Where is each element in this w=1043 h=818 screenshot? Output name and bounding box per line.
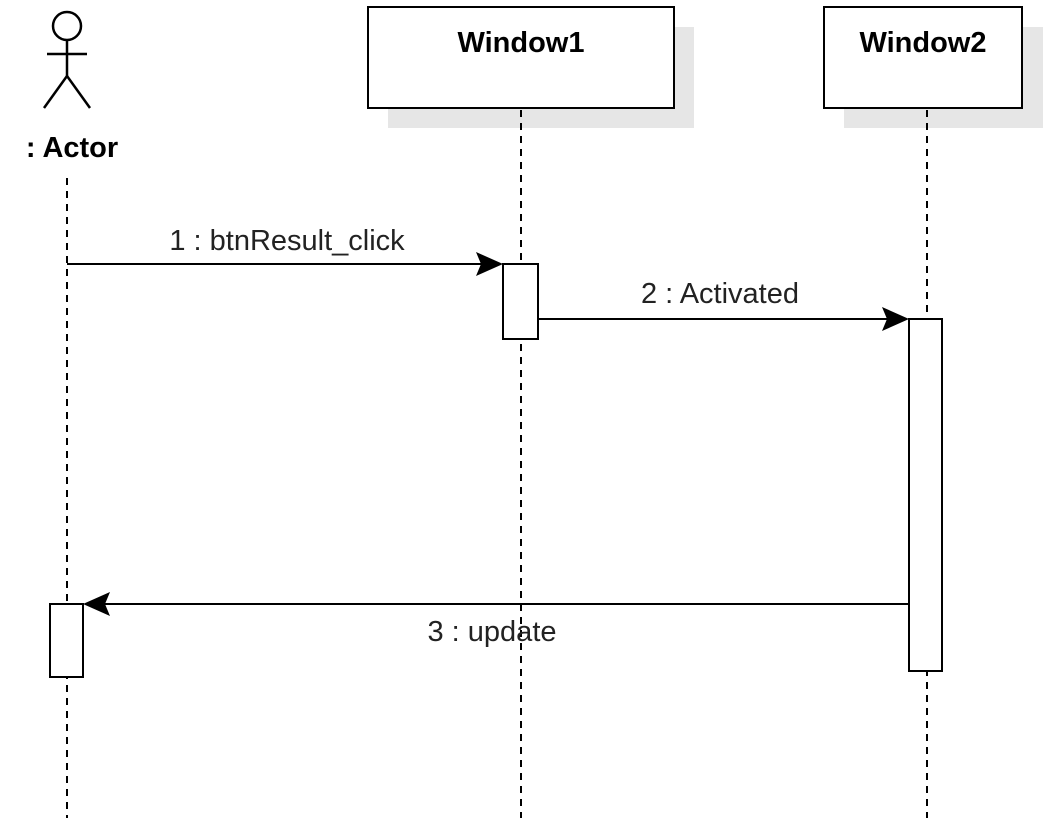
window1-activation[interactable] xyxy=(502,263,539,340)
message-3-arrowhead xyxy=(83,592,110,616)
message-1-label: 1 : btnResult_click xyxy=(169,225,405,257)
lifeline-window1[interactable]: Window1 xyxy=(367,6,694,128)
lifeline-window1-box xyxy=(367,6,675,109)
window2-activation[interactable] xyxy=(908,318,943,672)
message-1[interactable]: 1 : btnResult_click xyxy=(67,225,503,276)
lifeline-window2[interactable]: Window2 xyxy=(823,6,1043,128)
lifeline-window2-box xyxy=(823,6,1023,109)
actor-left-leg xyxy=(42,75,69,109)
message-1-arrowhead xyxy=(476,252,503,276)
message-2-arrowhead xyxy=(882,307,909,331)
lifeline-window2-label: Window2 xyxy=(859,27,986,59)
message-2[interactable]: 2 : Activated xyxy=(538,278,909,331)
actor-head xyxy=(51,10,83,42)
message-3[interactable]: 3 : update xyxy=(83,592,909,648)
message-3-label: 3 : update xyxy=(428,616,557,648)
actor-right-leg xyxy=(65,75,92,109)
message-2-label: 2 : Activated xyxy=(641,278,799,310)
actor-label: : Actor xyxy=(26,132,118,164)
actor-activation[interactable] xyxy=(49,603,84,678)
lifeline-window1-label: Window1 xyxy=(457,27,584,59)
actor-figure[interactable] xyxy=(42,10,92,109)
